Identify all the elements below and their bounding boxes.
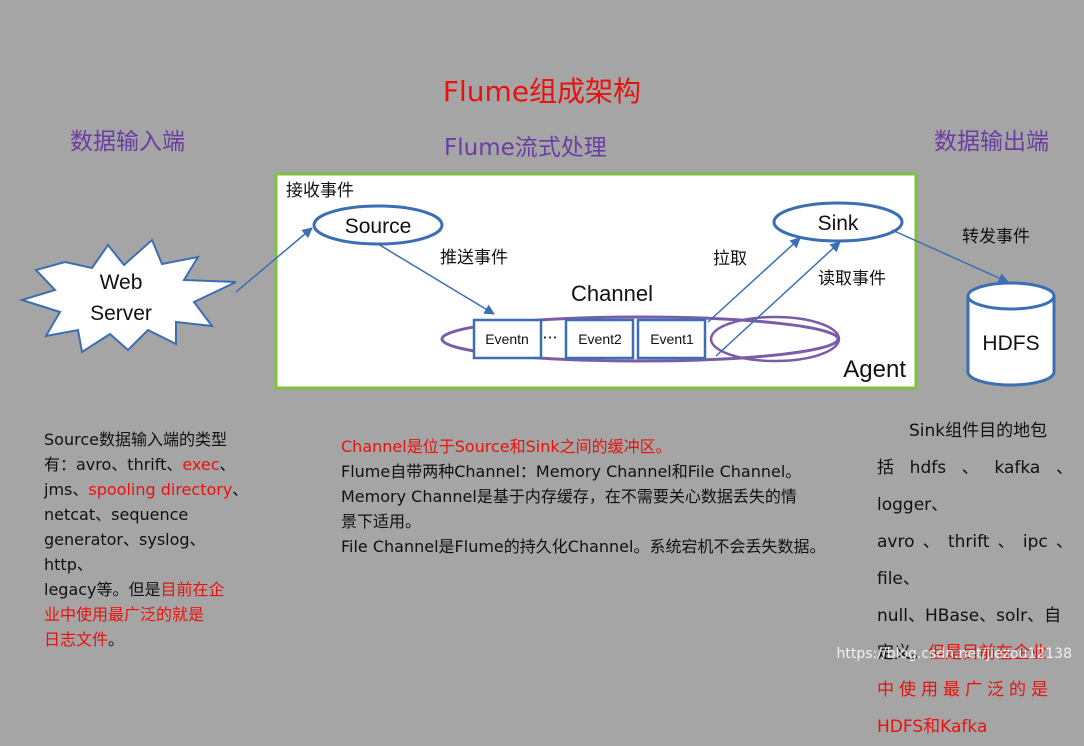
- note-line: Flume自带两种Channel：Memory Channel和File Cha…: [341, 462, 802, 481]
- note-line: jms、spooling directory、: [44, 477, 254, 502]
- page-title: Flume组成架构: [442, 75, 642, 108]
- flume-architecture-diagram: Web Server 接收事件 Agent Source Sink 推送事件 C…: [18, 172, 1056, 390]
- receive-event-label: 接收事件: [286, 181, 354, 201]
- channel-pipe-end: [709, 315, 841, 363]
- note-line: Sink组件目的地包: [909, 421, 1048, 441]
- note-line: netcat、sequence: [44, 505, 189, 524]
- note-line: 景下适用。: [341, 512, 422, 531]
- hdfs-label: HDFS: [982, 332, 1039, 355]
- note-line: 有：avro、thrift、exec、: [44, 452, 254, 477]
- web-server-label-line1: Web: [100, 271, 143, 294]
- web-server-label-line2: Server: [90, 302, 152, 325]
- arrow-forward-event: [891, 229, 1009, 283]
- pull-label: 拉取: [713, 249, 747, 269]
- read-event-label: 读取事件: [818, 269, 886, 289]
- note-line: Channel是位于Source和Sink之间的缓冲区。: [341, 437, 672, 456]
- channel-label: Channel: [571, 281, 653, 306]
- note-line: null、HBase、solr、自: [877, 606, 1062, 626]
- note-text: 定义。: [877, 643, 928, 663]
- event-box-2: [564, 318, 635, 360]
- note-line: HDFS和Kafka: [877, 717, 988, 737]
- arrow-web-to-source: [235, 227, 313, 293]
- note-highlight: 但是目前在企业: [928, 643, 1047, 663]
- note-line: Source数据输入端的类型: [44, 430, 227, 449]
- note-line: 括hdfs、kafka、logger、: [877, 458, 1073, 515]
- agent-label: Agent: [843, 356, 906, 383]
- note-line: 业中使用最广泛的就是: [44, 605, 205, 624]
- source-label: Source: [345, 215, 412, 238]
- hdfs-cylinder: [966, 281, 1056, 387]
- note-line: generator、syslog、http、: [44, 530, 206, 574]
- event-label-n: Eventn: [485, 331, 529, 347]
- event-label-2: Event2: [578, 331, 622, 347]
- note-text: jms、: [44, 480, 89, 499]
- note-line: Memory Channel是基于内存缓存，在不需要关心数据丢失的情: [341, 487, 797, 506]
- sink-node: [772, 201, 904, 243]
- push-event-label: 推送事件: [440, 248, 508, 268]
- events-ellipsis: ···: [542, 328, 557, 347]
- note-highlight: 日志文件: [44, 630, 109, 649]
- note-text: 有：avro、thrift、: [44, 455, 183, 474]
- note-line: 中使用最广泛的是: [877, 680, 1053, 700]
- channel-description-note: Channel是位于Source和Sink之间的缓冲区。 Flume自带两种Ch…: [341, 434, 861, 559]
- event-box-1: [636, 318, 707, 360]
- event-box-n: [472, 318, 543, 360]
- note-highlight: exec: [182, 455, 220, 474]
- web-server-starburst: [18, 238, 237, 354]
- note-text: 、: [232, 480, 249, 499]
- arrow-read-event: [715, 241, 841, 357]
- event-label-1: Event1: [650, 331, 694, 347]
- sink-label: Sink: [818, 212, 859, 235]
- flume-stream-header: Flume流式处理: [444, 135, 607, 161]
- note-line: 定义。但是目前在企业: [877, 635, 1073, 672]
- arrow-pull: [707, 237, 801, 323]
- sink-destinations-note: Sink组件目的地包 括hdfs、kafka、logger、 avro、thri…: [877, 413, 1073, 746]
- arrow-push-event: [377, 243, 495, 315]
- note-line: 日志文件。: [44, 627, 254, 652]
- note-highlight: 目前在企: [160, 580, 225, 599]
- forward-event-label: 转发事件: [962, 227, 1030, 247]
- output-side-header: 数据输出端: [934, 129, 1049, 155]
- source-types-note: Source数据输入端的类型 有：avro、thrift、exec、 jms、s…: [44, 427, 254, 652]
- note-text: 、: [219, 455, 236, 474]
- note-line: avro、thrift、ipc、file、: [877, 532, 1073, 589]
- note-highlight: spooling directory: [88, 480, 233, 499]
- note-line: legacy等。但是目前在企: [44, 577, 254, 602]
- note-line: File Channel是Flume的持久化Channel。系统宕机不会丢失数据…: [341, 537, 826, 556]
- input-side-header: 数据输入端: [70, 129, 185, 155]
- note-text: 。: [108, 630, 125, 649]
- note-text: legacy等。但是: [44, 580, 161, 599]
- watermark: https://blog.csdn.net/jiezou12138: [836, 646, 1072, 662]
